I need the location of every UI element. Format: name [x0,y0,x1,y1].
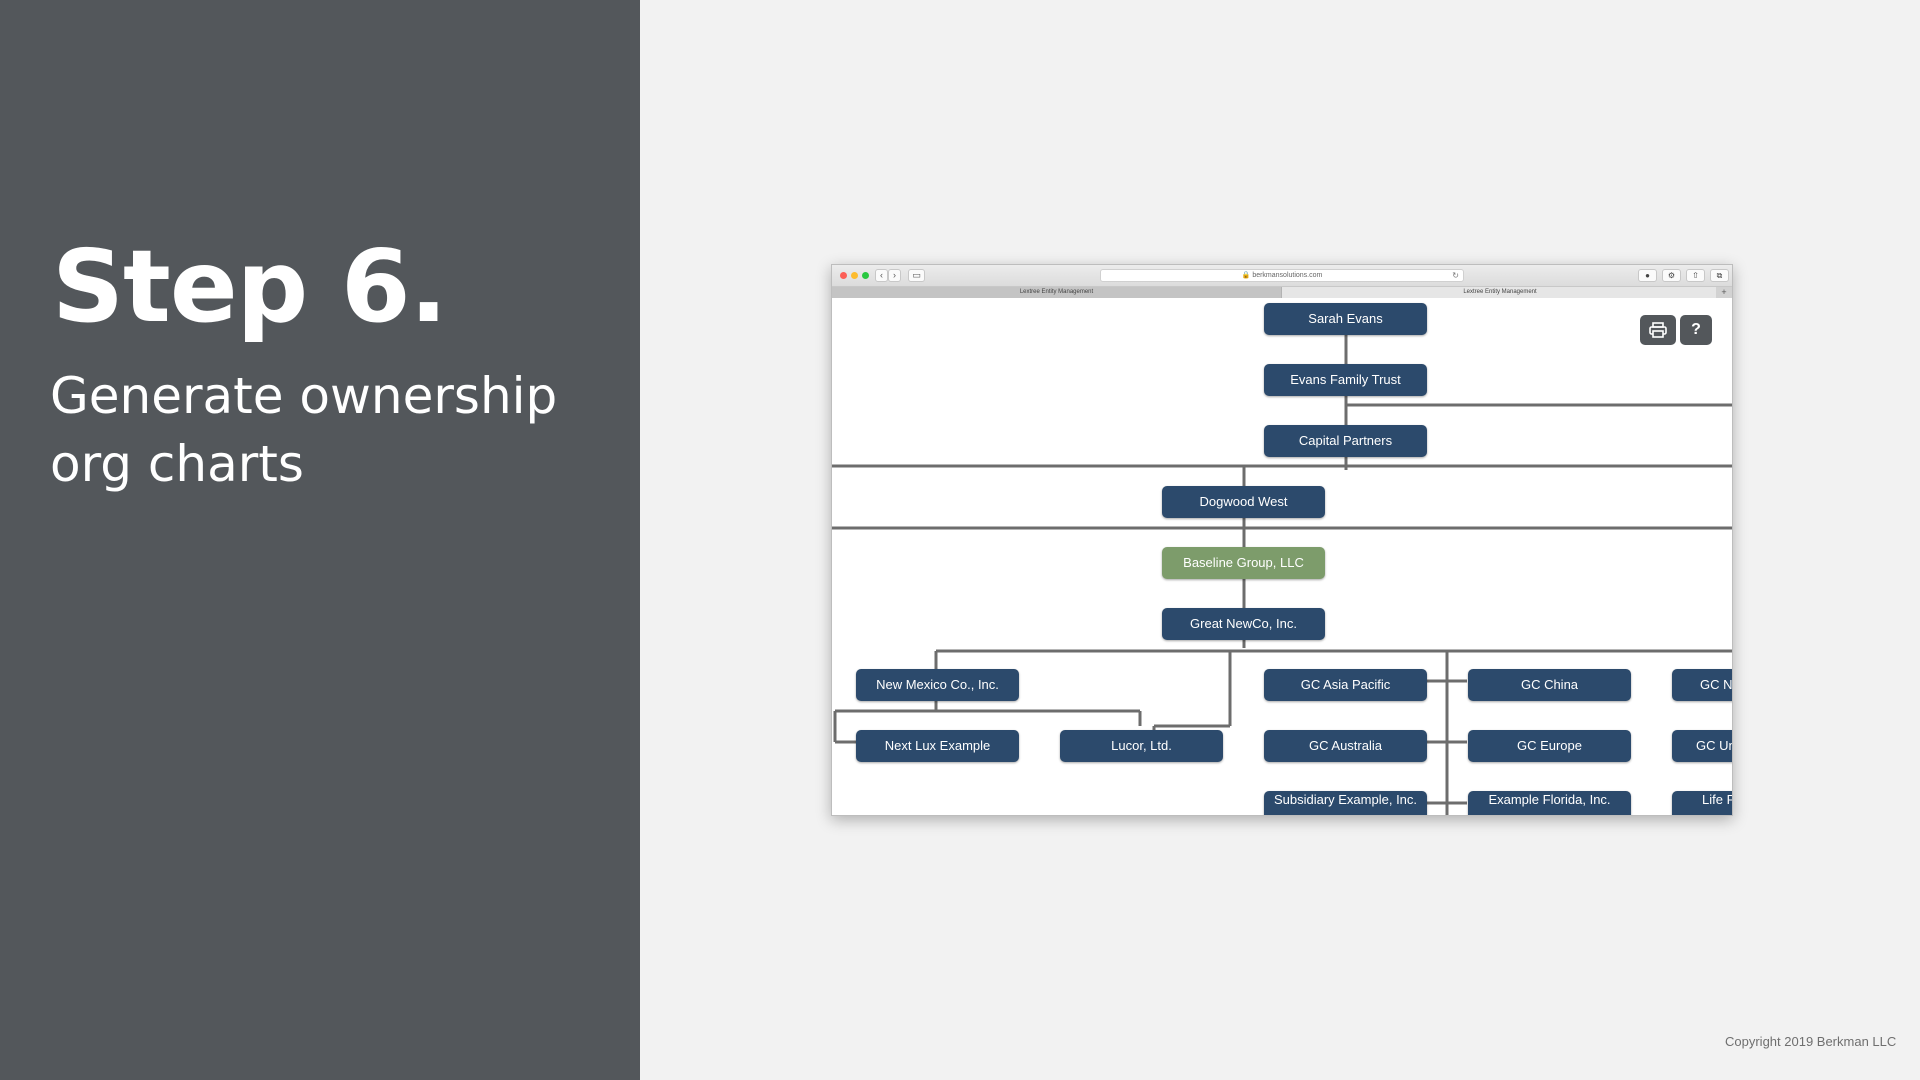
node-example-florida[interactable]: Example Florida, Inc. [1468,791,1631,815]
browser-window: ‹ › ▭ 🔒 berkmansolutions.com ↻ ● ⚙ ⇧ ⧉ L… [831,264,1733,816]
close-window-icon[interactable] [840,272,847,279]
share-icon[interactable]: ⇧ [1686,269,1705,282]
org-chart-canvas: Sarah Evans Evans Family Trust Capital P… [832,298,1732,815]
node-great-newco[interactable]: Great NewCo, Inc. [1162,608,1325,640]
node-dogwood-west[interactable]: Dogwood West [1162,486,1325,518]
node-capital-partners[interactable]: Capital Partners [1264,425,1427,457]
node-evans-family-trust[interactable]: Evans Family Trust [1264,364,1427,396]
node-life-policies[interactable]: Life Polici [1672,791,1732,815]
print-icon [1649,322,1667,338]
forward-icon[interactable]: › [888,269,901,282]
node-sarah-evans[interactable]: Sarah Evans [1264,303,1427,335]
node-lucor[interactable]: Lucor, Ltd. [1060,730,1223,762]
copyright-text: Copyright 2019 Berkman LLC [1725,1034,1897,1049]
node-gc-china[interactable]: GC China [1468,669,1631,701]
node-gc-australia[interactable]: GC Australia [1264,730,1427,762]
maximize-window-icon[interactable] [862,272,869,279]
node-subsidiary-example[interactable]: Subsidiary Example, Inc. [1264,791,1427,815]
left-panel: Step 6. Generate ownership org charts [0,0,640,1080]
print-button[interactable] [1640,315,1676,345]
step-title: Step 6. [52,228,448,345]
tab-1[interactable]: Lextree Entity Management [832,287,1282,298]
reload-icon[interactable]: ↻ [1452,271,1459,280]
step-subtitle: Generate ownership org charts [50,367,558,493]
node-gc-n[interactable]: GC N [1672,669,1732,701]
url-bar[interactable]: 🔒 berkmansolutions.com ↻ [1100,269,1464,282]
sidebar-icon[interactable]: ▭ [908,269,925,282]
node-gc-europe[interactable]: GC Europe [1468,730,1631,762]
node-gc-asia-pacific[interactable]: GC Asia Pacific [1264,669,1427,701]
download-icon[interactable]: ● [1638,269,1657,282]
node-new-mexico-co[interactable]: New Mexico Co., Inc. [856,669,1019,701]
minimize-window-icon[interactable] [851,272,858,279]
url-text: berkmansolutions.com [1252,272,1323,279]
lock-icon: 🔒 [1241,272,1251,279]
tab-bar: Lextree Entity Management Lextree Entity… [832,287,1732,298]
help-button[interactable]: ? [1680,315,1712,345]
back-icon[interactable]: ‹ [875,269,888,282]
tab-2[interactable]: Lextree Entity Management [1282,287,1718,298]
node-baseline-group[interactable]: Baseline Group, LLC [1162,547,1325,579]
new-tab-icon[interactable]: + [1716,287,1732,298]
tabs-icon[interactable]: ⧉ [1710,269,1729,282]
settings-icon[interactable]: ⚙ [1662,269,1681,282]
node-gc-un[interactable]: GC Un [1672,730,1732,762]
node-next-lux-example[interactable]: Next Lux Example [856,730,1019,762]
browser-titlebar: ‹ › ▭ 🔒 berkmansolutions.com ↻ ● ⚙ ⇧ ⧉ [832,265,1732,287]
